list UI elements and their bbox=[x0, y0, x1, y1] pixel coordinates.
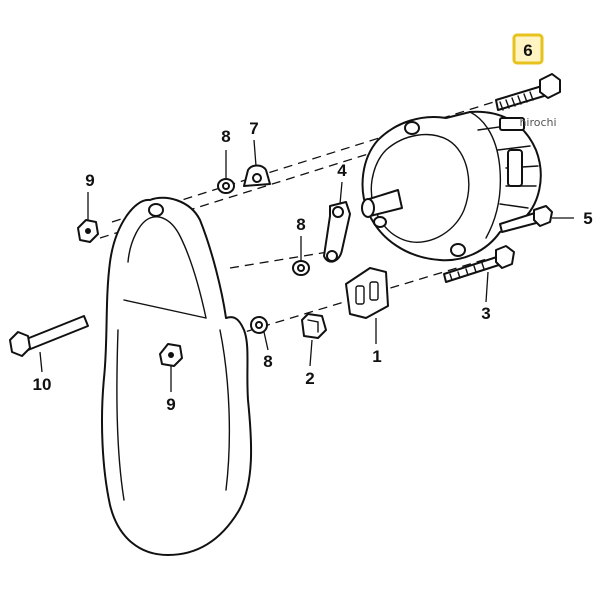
bushing-7 bbox=[243, 164, 271, 187]
callout-6-highlight bbox=[512, 33, 544, 65]
adjusting-plate-1 bbox=[345, 267, 389, 319]
nut-2 bbox=[301, 313, 327, 339]
callout-3: 3 bbox=[481, 304, 490, 323]
callout-8-mid: 8 bbox=[296, 215, 305, 234]
callout-6: 6 bbox=[523, 41, 532, 60]
callout-8-low: 8 bbox=[263, 352, 272, 371]
washer-8-low-hole bbox=[255, 321, 263, 329]
callout-10: 10 bbox=[33, 375, 52, 394]
bolt-10 bbox=[9, 315, 89, 357]
callout-8-top: 8 bbox=[221, 127, 230, 146]
axis-line-mid bbox=[229, 249, 341, 269]
nut-9-top bbox=[77, 219, 99, 243]
washer-8-top-hole bbox=[222, 182, 230, 190]
callout-9-low: 9 bbox=[166, 395, 175, 414]
nut-9-low bbox=[159, 343, 183, 367]
callout-7: 7 bbox=[249, 119, 258, 138]
callout-1: 1 bbox=[372, 347, 381, 366]
link-arm-4 bbox=[323, 201, 351, 263]
callout-4: 4 bbox=[337, 161, 347, 180]
bolt-6 bbox=[495, 73, 561, 111]
leader-lines bbox=[39, 139, 574, 392]
callout-9-top: 9 bbox=[85, 171, 94, 190]
watermark-text: hirochi bbox=[519, 116, 556, 129]
axis-line-lower bbox=[174, 257, 491, 354]
callout-2: 2 bbox=[305, 369, 314, 388]
callout-5: 5 bbox=[583, 209, 592, 228]
mounting-bracket bbox=[101, 196, 253, 556]
alternator bbox=[361, 110, 542, 262]
washer-8-mid-hole bbox=[297, 264, 305, 272]
bolt-5 bbox=[499, 205, 553, 233]
screw-3 bbox=[443, 245, 515, 283]
